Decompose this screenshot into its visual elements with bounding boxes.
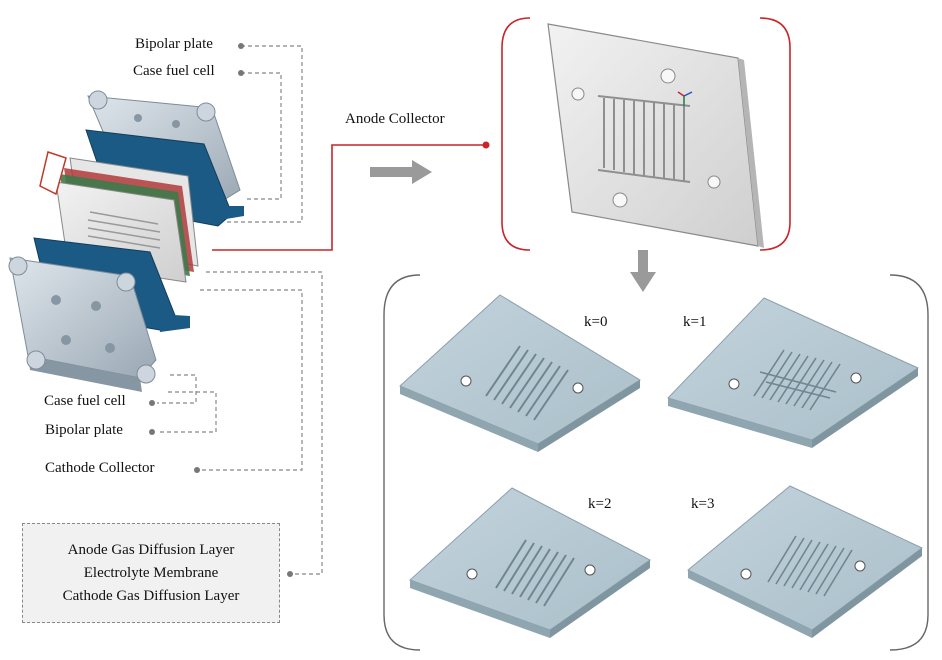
anode-collector-plate [547,23,764,248]
bottom-case [8,256,157,392]
label-case-fuel-cell-top: Case fuel cell [133,63,215,79]
anode-bracket [501,17,791,251]
label-k1: k=1 [683,314,707,330]
label-anode-collector: Anode Collector [345,111,445,127]
label-k0: k=0 [584,314,608,330]
tile-k1 [667,297,920,448]
label-k2: k=2 [588,496,612,512]
label-k3: k=3 [691,496,715,512]
tile-k0 [399,294,641,452]
exploded-stack [8,90,244,392]
variants-bracket [383,274,929,651]
tile-k2 [409,487,651,638]
tile-k3 [687,485,923,638]
box-line-cathode-gdl: Cathode Gas Diffusion Layer [62,587,240,604]
label-case-fuel-cell-bottom: Case fuel cell [44,393,126,409]
box-line-membrane: Electrolyte Membrane [83,564,219,581]
gdl-membrane-box: Anode Gas Diffusion Layer Electrolyte Me… [22,523,280,623]
label-bipolar-plate-top: Bipolar plate [135,36,213,52]
leader-dots [149,43,293,577]
leader-lines [157,45,323,575]
label-cathode-collector: Cathode Collector [45,460,155,476]
label-bipolar-plate-bottom: Bipolar plate [45,422,123,438]
anode-connector-line [212,144,486,251]
arrow-right [370,160,432,184]
arrow-down [630,250,656,292]
box-line-anode-gdl: Anode Gas Diffusion Layer [67,541,235,558]
